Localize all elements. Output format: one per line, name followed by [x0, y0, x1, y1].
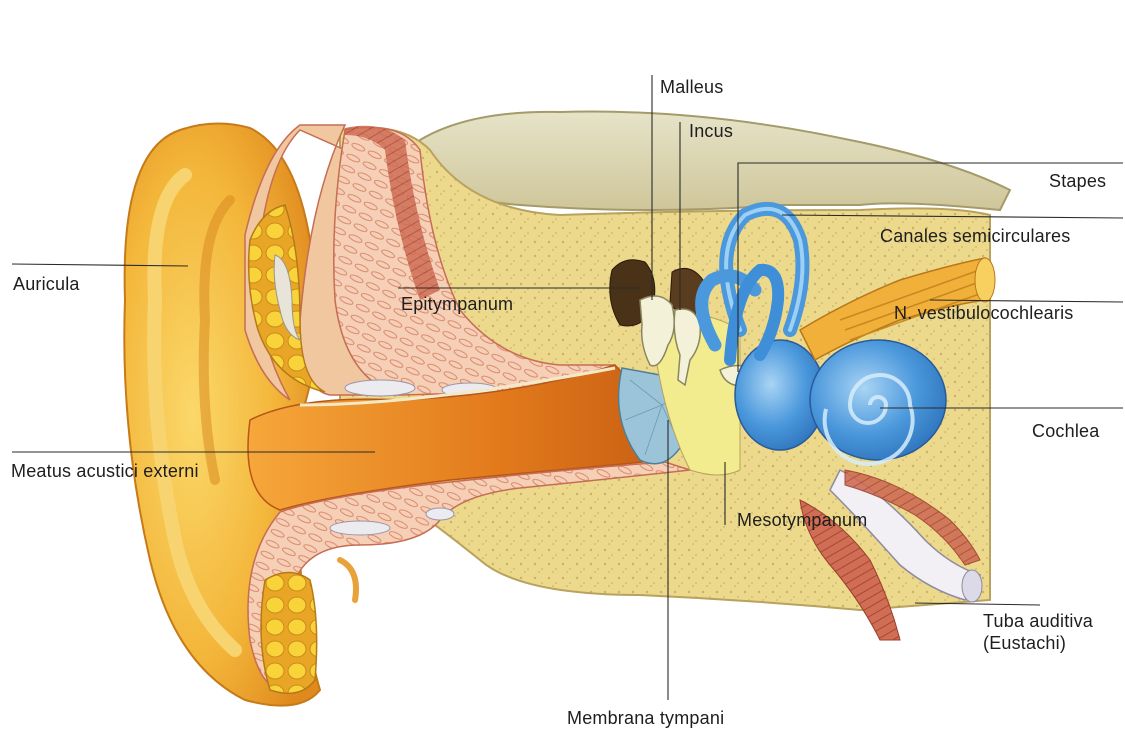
- label-meatus-acustici-externi: Meatus acustici externi: [11, 460, 199, 482]
- label-membrana-tympani: Membrana tympani: [567, 707, 724, 729]
- label-incus: Incus: [689, 120, 733, 142]
- auditory-tube-opening: [962, 570, 982, 602]
- lower-gland-2: [426, 508, 454, 520]
- upper-gland: [345, 380, 415, 396]
- label-n-vestibulocochlearis: N. vestibulocochlearis: [894, 302, 1073, 324]
- label-stapes: Stapes: [1049, 170, 1106, 192]
- label-epitympanum: Epitympanum: [401, 293, 513, 315]
- label-mesotympanum: Mesotympanum: [737, 509, 867, 531]
- lower-cartilage: [261, 573, 317, 694]
- lower-gland: [330, 521, 390, 535]
- label-malleus: Malleus: [660, 76, 723, 98]
- label-tuba-auditiva: Tuba auditiva (Eustachi): [983, 610, 1093, 654]
- label-cochlea: Cochlea: [1032, 420, 1099, 442]
- label-auricula: Auricula: [13, 273, 80, 295]
- tragus-edge: [340, 560, 356, 600]
- nerve-cut-end: [975, 258, 995, 302]
- label-canales-semicirculares: Canales semicirculares: [880, 225, 1070, 247]
